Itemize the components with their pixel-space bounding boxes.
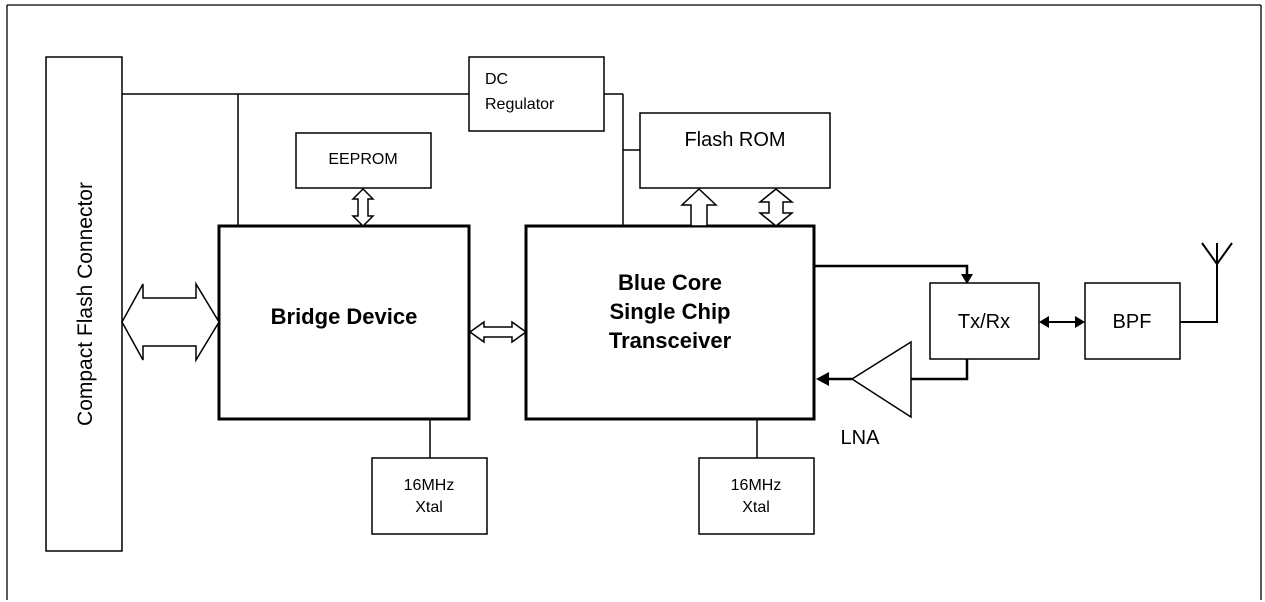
bluecore-label-2: Single Chip [610,299,731,324]
bluecore-to-txrx-line [814,264,973,284]
bridge-device-label: Bridge Device [271,304,418,329]
power-bus [122,93,640,226]
connector-bus-arrow [121,281,220,363]
compact-flash-connector: Compact Flash Connector [45,56,123,552]
xtal-left-block: 16MHz Xtal [371,419,488,535]
bluecore-label-3: Transceiver [609,328,732,353]
lna-amplifier: LNA [816,340,969,449]
dc-regulator-label-1: DC [485,71,508,88]
xtal-left-label-1: 16MHz [404,477,455,494]
bridge-device-block: Bridge Device [217,224,471,421]
flash-rom-label: Flash ROM [684,129,785,151]
bluecore-flash-arrow [680,187,718,227]
xtal-right-block: 16MHz Xtal [698,419,815,535]
xtal-right-label-2: Xtal [742,499,770,516]
bpf-label: BPF [1113,311,1152,333]
flash-bluecore-arrow [757,188,795,227]
bpf-block: BPF [1084,282,1181,360]
eeprom-bridge-arrow [351,187,375,228]
xtal-left-label-2: Xtal [415,499,443,516]
txrx-block: Tx/Rx [929,282,1040,360]
connector-label: Compact Flash Connector [74,182,97,426]
txrx-bpf-link [1039,316,1085,328]
bluecore-label-1: Blue Core [618,270,722,295]
dc-regulator-block: DC Regulator [468,56,605,132]
xtal-right-label-1: 16MHz [731,477,782,494]
bluecore-block: Blue Core Single Chip Transceiver [524,224,816,421]
antenna-icon [1180,242,1233,323]
dc-regulator-label-2: Regulator [485,96,555,113]
eeprom-block: EEPROM [295,132,432,189]
bridge-bluecore-arrow [468,320,528,344]
flash-rom-block: Flash ROM [639,112,831,189]
txrx-label: Tx/Rx [958,311,1010,333]
eeprom-label: EEPROM [328,151,397,168]
lna-label: LNA [841,427,881,449]
frame [6,4,1262,600]
